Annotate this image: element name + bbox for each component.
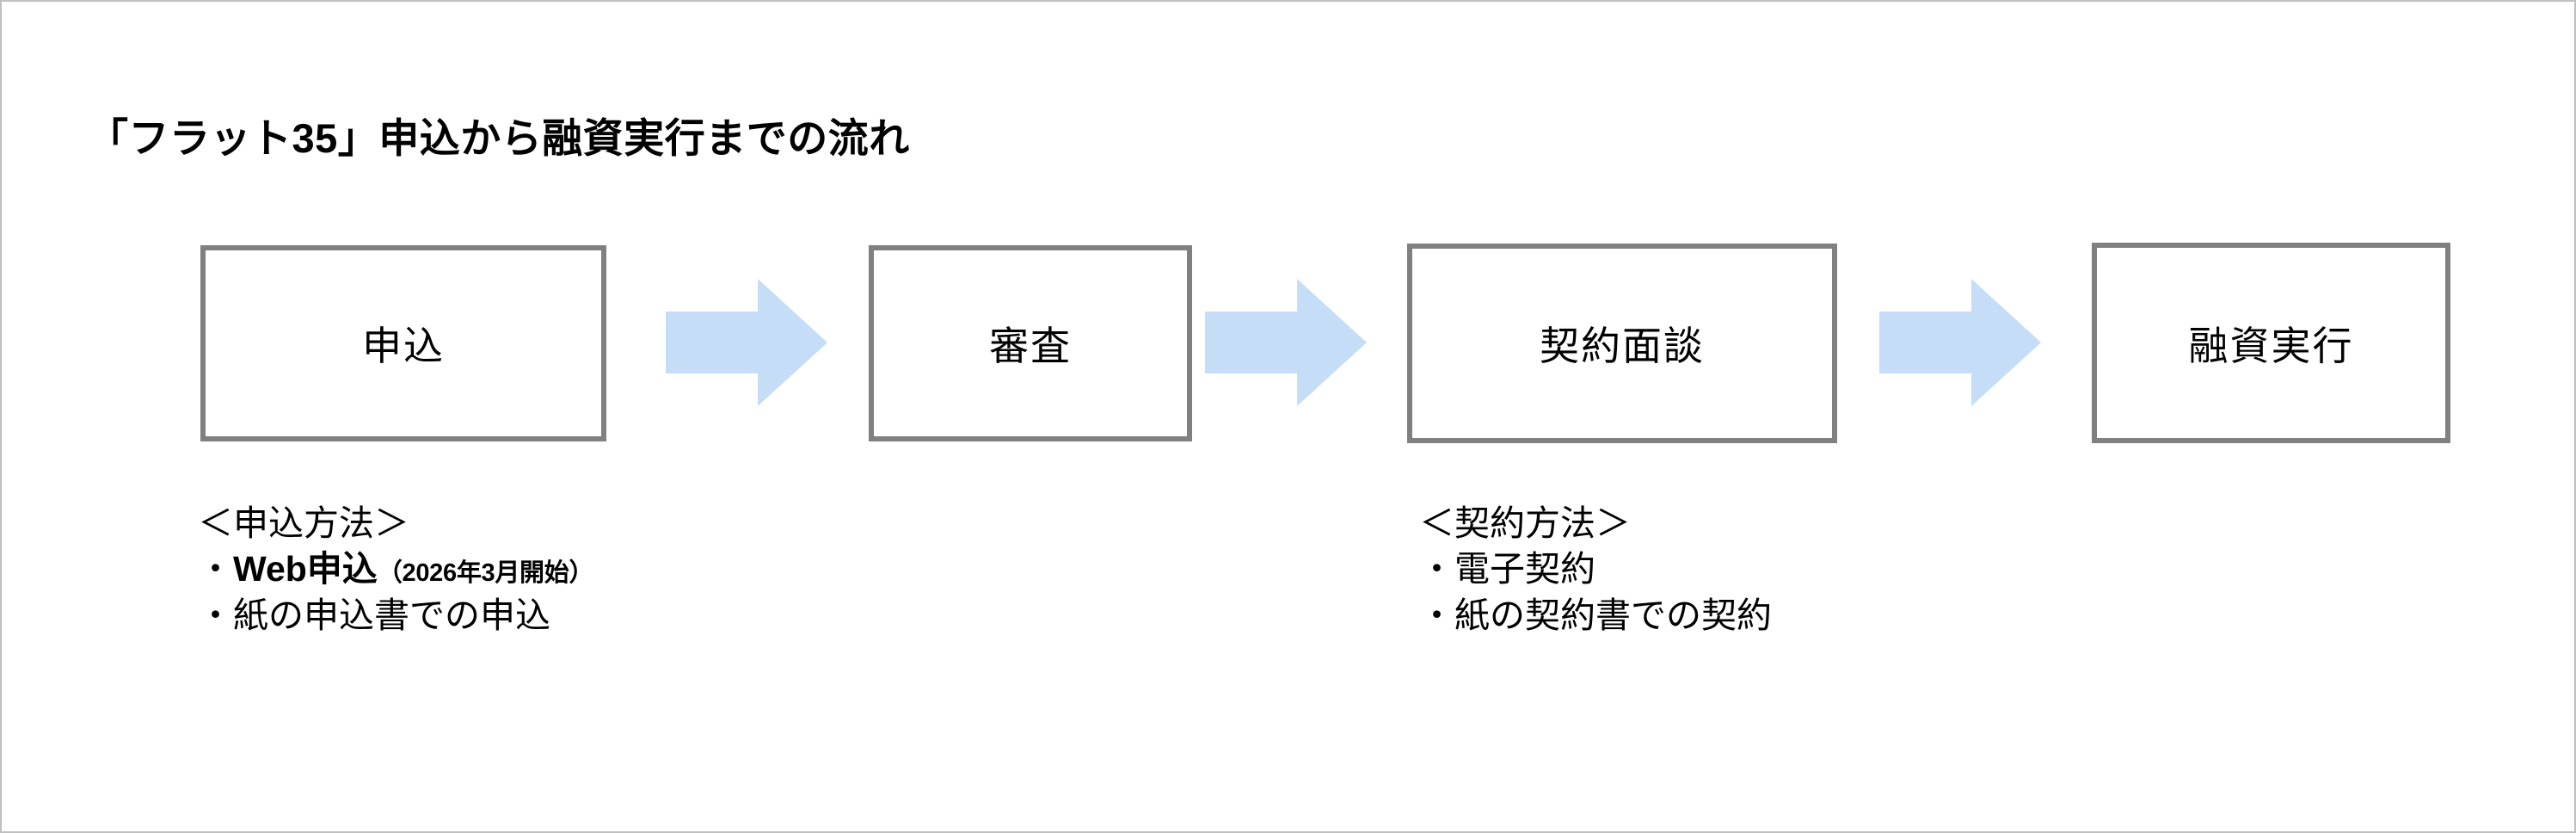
caption-item-text: 紙の申込書での申込 <box>233 595 550 635</box>
caption-heading: ＜契約方法＞ <box>1419 503 1631 543</box>
caption-item-note: （2026年3月開始） <box>377 559 594 588</box>
caption-heading: ＜申込方法＞ <box>198 503 409 543</box>
flow-step-label: 契約面談 <box>1540 324 1705 368</box>
arrow-right-icon <box>666 279 827 406</box>
bullet-icon: ・ <box>198 549 233 589</box>
caption-list-item: ・紙の申込書での申込 <box>198 593 593 639</box>
flow-step-label: 融資実行 <box>2188 323 2354 368</box>
flow-step-box-application: 申込 <box>200 245 606 441</box>
flow-step-label: 審査 <box>989 324 1072 368</box>
caption-item-text: 電子契約 <box>1454 549 1595 589</box>
caption-item-text: 紙の契約書での契約 <box>1454 595 1772 635</box>
bullet-icon: ・ <box>1419 595 1454 635</box>
bullet-icon: ・ <box>1419 549 1454 589</box>
caption-list-item: ・Web申込（2026年3月開始） <box>198 546 593 592</box>
flow-step-label: 申込 <box>362 324 445 368</box>
caption-list-item: ・電子契約 <box>1419 546 1772 592</box>
caption-list-item: ・紙の契約書での契約 <box>1419 593 1772 639</box>
flow-step-box-contract-meeting: 契約面談 <box>1407 244 1837 443</box>
flow-step-box-review: 審査 <box>869 245 1192 441</box>
arrow-right-icon <box>1205 279 1367 406</box>
caption-application-methods: ＜申込方法＞ ・Web申込（2026年3月開始） ・紙の申込書での申込 <box>198 501 593 639</box>
arrow-right-icon <box>1879 279 2041 406</box>
flow-step-box-disbursement: 融資実行 <box>2092 243 2450 443</box>
bullet-icon: ・ <box>198 595 233 635</box>
caption-item-text: Web申込 <box>233 549 378 589</box>
page-title: 「フラット35」申込から融資実行までの流れ <box>88 115 910 161</box>
caption-contract-methods: ＜契約方法＞ ・電子契約 ・紙の契約書での契約 <box>1419 501 1772 639</box>
